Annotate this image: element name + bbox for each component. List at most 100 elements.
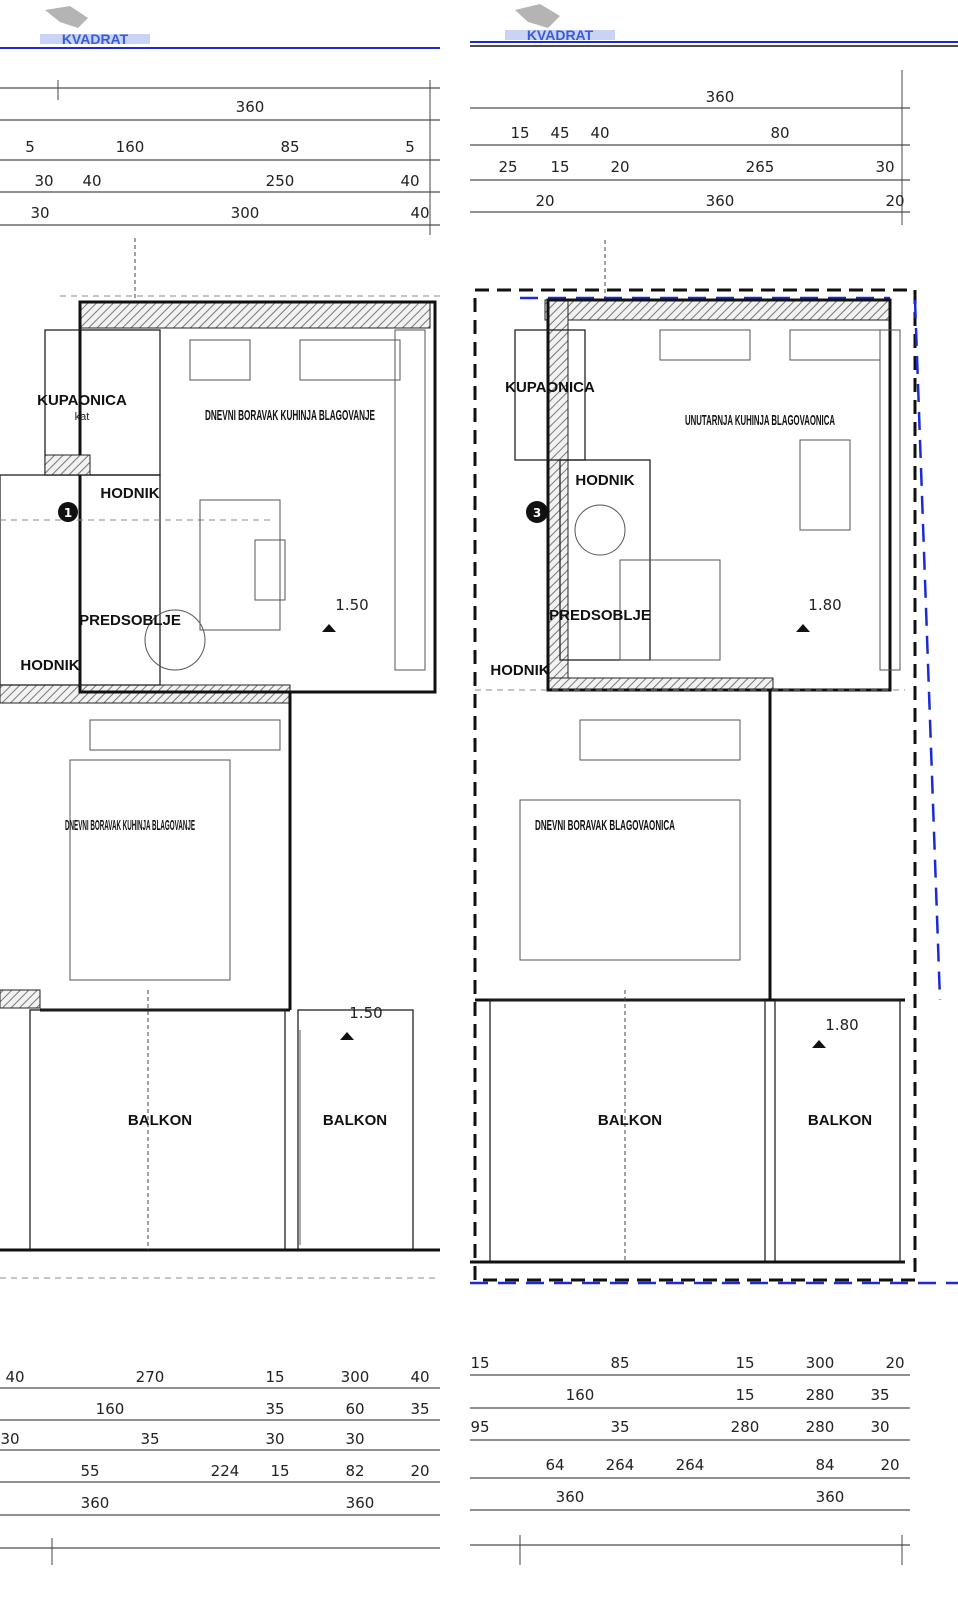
balcony-outline-right-a (489, 999, 766, 1263)
logo-right: KVADRAT (505, 4, 615, 43)
dim-bottom-e-left: 40 (410, 1368, 429, 1386)
dim-top-g-right: 20 (610, 158, 629, 176)
dim-top-e-left: 30 (34, 172, 53, 190)
room-label-living-left: DNEVNI BORAVAK KUHINJA BLAGOVANJE (205, 407, 375, 424)
room-label-room-left: DNEVNI BORAVAK KUHINJA BLAGOVANJE (65, 817, 195, 834)
dim-bottom-f-left: 160 (96, 1400, 125, 1418)
dim-bottom-l-right: 280 (731, 1418, 760, 1436)
dim-top-j-right: 20 (535, 192, 554, 210)
balcony-outline-left-b (297, 1009, 414, 1251)
bathroom-outline-right (514, 329, 586, 461)
svg-text:1.80: 1.80 (808, 596, 841, 614)
room-label-hall-right: HODNIK (575, 472, 634, 489)
bottom-dimension-chains-left: 40 270 15 300 40 160 35 60 35 30 35 30 3… (0, 1368, 440, 1565)
dim-bottom-g-right: 15 (735, 1386, 754, 1404)
dim-bottom-f-right: 160 (566, 1386, 595, 1404)
dim-bottom-p-right: 264 (606, 1456, 635, 1474)
top-dimension-chains-right: 360 15 45 40 80 25 15 20 265 30 20 360 2… (470, 70, 910, 225)
room-label-hall-left: HODNIK (100, 485, 159, 502)
logo-text-right: KVADRAT (527, 27, 594, 43)
dim-top-c-left: 5 (25, 138, 35, 156)
room-label-balcony2-left: BALKON (323, 1112, 387, 1129)
svg-text:1: 1 (64, 506, 72, 520)
balcony-outline-right-b (774, 999, 901, 1263)
dim-bottom-u-right: 360 (816, 1488, 845, 1506)
level-marker-right-b: 1.80 (812, 1016, 859, 1048)
room-label-bathroom-right: KUPAONICA (505, 379, 595, 396)
dim-bottom-c-left: 15 (265, 1368, 284, 1386)
dim-bottom-o-right: 64 (545, 1456, 564, 1474)
bottom-dimension-chains-right: 15 85 15 300 20 160 15 280 35 95 35 280 … (470, 1354, 910, 1565)
logo-text-left: KVADRAT (62, 31, 129, 47)
room-label-hall2-right: HODNIK (490, 662, 549, 679)
dim-bottom-h-right: 280 (806, 1386, 835, 1404)
plan-boundary-right (473, 288, 917, 1282)
room-label-hall2-left: HODNIK (20, 657, 79, 674)
dim-bottom-j-right: 95 (470, 1418, 489, 1436)
dim-bottom-n-left: 55 (80, 1462, 99, 1480)
dim-top-k-left: 40 (410, 204, 429, 222)
room-label-balcony-left: BALKON (128, 1112, 192, 1129)
room-sub-bathroom-left: kat (75, 411, 90, 423)
dim-bottom-q-left: 82 (345, 1462, 364, 1480)
logo-left: KVADRAT (40, 6, 150, 47)
level-marker-left-b: 1.50 (340, 1004, 383, 1040)
dim-top-c-right: 40 (590, 124, 609, 142)
level-marker-right-a: 1.80 (796, 596, 842, 632)
dim-bottom-m-right: 280 (806, 1418, 835, 1436)
dim-top-b-left: 85 (280, 138, 299, 156)
wall-top-left (79, 301, 431, 329)
dim-top-e-right: 25 (498, 158, 517, 176)
dim-top-d-right: 80 (770, 124, 789, 142)
level-marker-left-a: 1.50 (322, 596, 369, 632)
dim-bottom-s-left: 360 (81, 1494, 110, 1512)
dim-top-b-right: 45 (550, 124, 569, 142)
dim-bottom-h-left: 60 (345, 1400, 364, 1418)
dim-top-l-right: 20 (885, 192, 904, 210)
dim-bottom-e-right: 20 (885, 1354, 904, 1372)
room-label-bathroom-left: KUPAONICA (37, 392, 127, 409)
room-label-kitchen-right: UNUTARNJA KUHINJA BLAGOVAONICA (685, 412, 835, 429)
room-label-entry-right: PREDSOBLJE (549, 607, 651, 624)
dim-bottom-d-left: 300 (341, 1368, 370, 1386)
dim-top-k-right: 360 (706, 192, 735, 210)
dim-bottom-d-right: 300 (806, 1354, 835, 1372)
dim-bottom-a-right: 15 (470, 1354, 489, 1372)
dim-bottom-c-right: 15 (735, 1354, 754, 1372)
wall-mid-left (0, 684, 291, 704)
dim-bottom-m-left: 30 (345, 1430, 364, 1448)
room-label-balcony2-right: BALKON (808, 1112, 872, 1129)
dim-bottom-k-right: 35 (610, 1418, 629, 1436)
dim-top-i-left: 30 (30, 204, 49, 222)
grid-marker-right: 3 (526, 501, 548, 523)
dim-top-g-left: 250 (266, 172, 295, 190)
dim-bottom-g-left: 35 (265, 1400, 284, 1418)
grid-marker-left: 1 (58, 502, 78, 522)
dim-bottom-i-right: 35 (870, 1386, 889, 1404)
svg-text:1.50: 1.50 (335, 596, 368, 614)
dim-bottom-t-left: 360 (346, 1494, 375, 1512)
dim-top-total-left: 360 (236, 98, 265, 116)
room-label-living-right: DNEVNI BORAVAK BLAGOVAONICA (535, 817, 675, 834)
dim-top-total-right: 360 (706, 88, 735, 106)
dim-bottom-j-left: 30 (0, 1430, 19, 1448)
dim-top-j-left: 300 (231, 204, 260, 222)
room-label-entry-left: PREDSOBLJE (79, 612, 181, 629)
dim-top-i-right: 30 (875, 158, 894, 176)
dim-bottom-r-left: 20 (410, 1462, 429, 1480)
floor-plan-left: KUPAONICA kat DNEVNI BORAVAK KUHINJA BLA… (0, 238, 440, 1279)
dim-bottom-t-right: 360 (556, 1488, 585, 1506)
blue-boundary-side (913, 299, 942, 1001)
balcony-outline-left-a (29, 1009, 286, 1251)
dim-top-f-right: 15 (550, 158, 569, 176)
dim-bottom-r-right: 84 (815, 1456, 834, 1474)
dim-bottom-o-left: 224 (211, 1462, 240, 1480)
svg-text:1.80: 1.80 (825, 1016, 858, 1034)
dim-bottom-k-left: 35 (140, 1430, 159, 1448)
dim-bottom-p-left: 15 (270, 1462, 289, 1480)
top-dimension-chains-left: 360 160 85 5 5 30 40 250 40 30 300 40 (0, 80, 440, 235)
dim-bottom-i-left: 35 (410, 1400, 429, 1418)
dim-bottom-a-left: 40 (5, 1368, 24, 1386)
room-label-balcony-right: BALKON (598, 1112, 662, 1129)
